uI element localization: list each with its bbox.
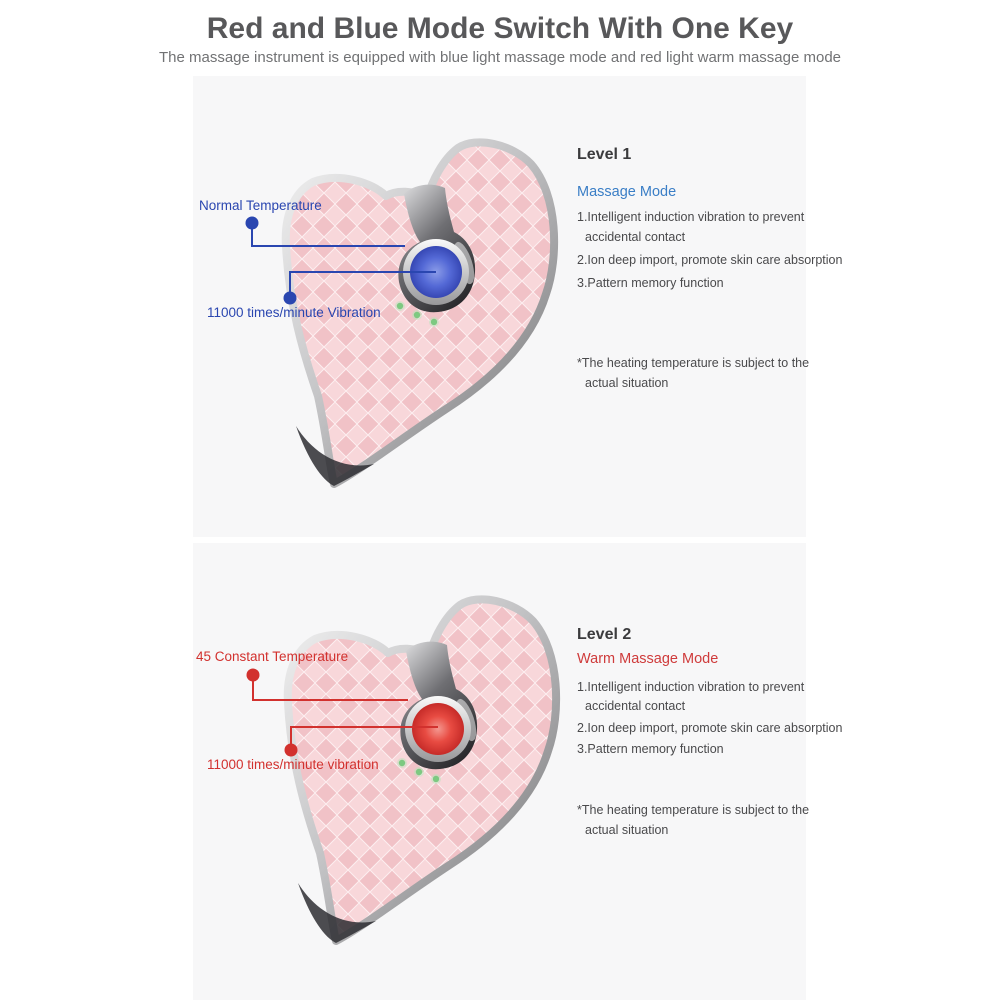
annotation-vibration: 11000 times/minute vibration	[207, 757, 379, 772]
led-indicator	[396, 302, 404, 310]
footnote-wrap: actual situation	[585, 823, 669, 837]
led-indicator	[430, 318, 438, 326]
panel-level-1: Normal Temperature 11000 times/minute Vi…	[193, 76, 842, 537]
footnote-wrap: actual situation	[585, 376, 669, 390]
feature-item: 3.Pattern memory function	[577, 742, 724, 756]
annotation-normal-temperature: Normal Temperature	[199, 198, 322, 213]
led-indicator	[413, 311, 421, 319]
level-heading: Level 1	[577, 146, 632, 163]
callout-dot	[245, 216, 259, 230]
device-tail-reflection	[296, 426, 374, 486]
feature-item: 2.Ion deep import, promote skin care abs…	[577, 253, 843, 267]
page-title: Red and Blue Mode Switch With One Key	[206, 12, 794, 45]
footnote: *The heating temperature is subject to t…	[577, 356, 810, 370]
feature-item: 1.Intelligent induction vibration to pre…	[577, 210, 805, 224]
led-indicator	[398, 759, 406, 767]
page-subtitle: The massage instrument is equipped with …	[158, 49, 842, 66]
power-button	[412, 703, 464, 755]
feature-item-wrap: accidental contact	[585, 699, 686, 713]
feature-item-wrap: accidental contact	[585, 230, 686, 244]
led-indicator	[432, 775, 440, 783]
mode-label: Massage Mode	[577, 184, 677, 200]
feature-item: 3.Pattern memory function	[577, 276, 724, 290]
footnote: *The heating temperature is subject to t…	[577, 803, 810, 817]
led-indicator	[415, 768, 423, 776]
level-heading: Level 2	[577, 626, 632, 643]
annotation-vibration: 11000 times/minute Vibration	[207, 305, 381, 320]
panel-level-2: 45 Constant Temperature 11000 times/minu…	[193, 543, 842, 1000]
power-button	[410, 246, 462, 298]
annotation-constant-temperature: 45 Constant Temperature	[196, 649, 349, 664]
feature-item: 1.Intelligent induction vibration to pre…	[577, 680, 805, 694]
callout-dot	[246, 668, 260, 682]
feature-item: 2.Ion deep import, promote skin care abs…	[577, 721, 843, 735]
device-tail-reflection	[298, 883, 376, 943]
mode-label: Warm Massage Mode	[577, 651, 719, 667]
